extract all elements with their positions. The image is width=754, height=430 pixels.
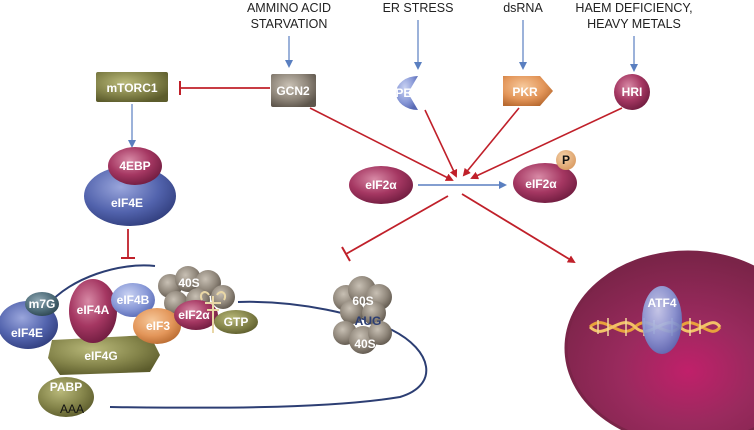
eif2a-unphosphorylated: eIF2α [349, 166, 413, 204]
40s-ribosome-label: 40S [354, 337, 375, 351]
eif2a-phosphorylated: P eIF2α [513, 150, 577, 203]
hri-label: HRI [622, 85, 643, 99]
eif4e-top-label: eIF4E [111, 196, 143, 210]
aug-codon-label: AUG [355, 314, 382, 328]
stressor-haem-line2: HEAVY METALS [587, 17, 681, 31]
pabp-label: PABP [50, 380, 82, 394]
inhibition-gcn2-to-mtorc1 [179, 81, 270, 95]
inhibition-peif2a-to-ribosome [341, 195, 449, 262]
gcn2-kinase: GCN2 [271, 74, 316, 107]
arrow-perk-to-eif2a [424, 109, 458, 178]
stressor-amino-acid-line2: STARVATION [251, 17, 328, 31]
stressor-er-stress: ER STRESS [383, 1, 454, 15]
polya-tail-label: AAA [60, 402, 84, 416]
eif2a-label: eIF2α [365, 178, 397, 192]
60s-label: 60S [352, 294, 373, 308]
eif2a-complex-label: eIF2α [178, 308, 210, 322]
mtorc1-complex: mTORC1 [96, 72, 168, 102]
eif3-label: eIF3 [146, 319, 170, 333]
m7g-label: m7G [29, 297, 56, 311]
peif2a-label: eIF2α [525, 177, 557, 191]
gcn2-label: GCN2 [276, 84, 310, 98]
mtorc1-label: mTORC1 [106, 81, 157, 95]
arrow-peif2a-to-atf4 [461, 193, 576, 264]
atf4-label: ATF4 [647, 296, 676, 310]
atf4-protein: ATF4 [642, 286, 682, 354]
hri-kinase: HRI [614, 74, 650, 110]
pkr-kinase: PKR [503, 76, 553, 106]
mrna-strand [47, 264, 428, 409]
stressor-haem-line1: HAEM DEFICIENCY, [575, 1, 692, 15]
initiation-complex [0, 266, 258, 417]
inhibition-4ebp-to-initiation [121, 229, 135, 259]
eif4a-label: eIF4A [77, 303, 110, 317]
arrow-gcn2-to-eif2a [309, 107, 454, 181]
arrow-pkr-to-eif2a [462, 107, 520, 177]
4ebp-label: 4EBP [119, 159, 150, 173]
stressor-dsrna: dsRNA [503, 1, 543, 15]
eif4g-label: eIF4G [84, 349, 117, 363]
ribosome-80s [333, 276, 392, 354]
gtp-label: GTP [224, 315, 249, 329]
perk-label: PERK [395, 86, 429, 100]
40s-complex-label: 40S [178, 276, 199, 290]
perk-kinase: PERK [395, 76, 429, 110]
eif4e-bottom-label: eIF4E [11, 326, 43, 340]
phospho-tag-label: P [562, 153, 570, 167]
arrow-hri-to-eif2a [470, 107, 623, 180]
stressor-amino-acid-line1: AMMINO ACID [247, 1, 331, 15]
eif4e-4ebp-complex: 4EBP eIF4E [84, 147, 176, 226]
eif4b-label: eIF4B [117, 293, 150, 307]
pkr-label: PKR [512, 85, 538, 99]
trna-icon [199, 291, 227, 333]
